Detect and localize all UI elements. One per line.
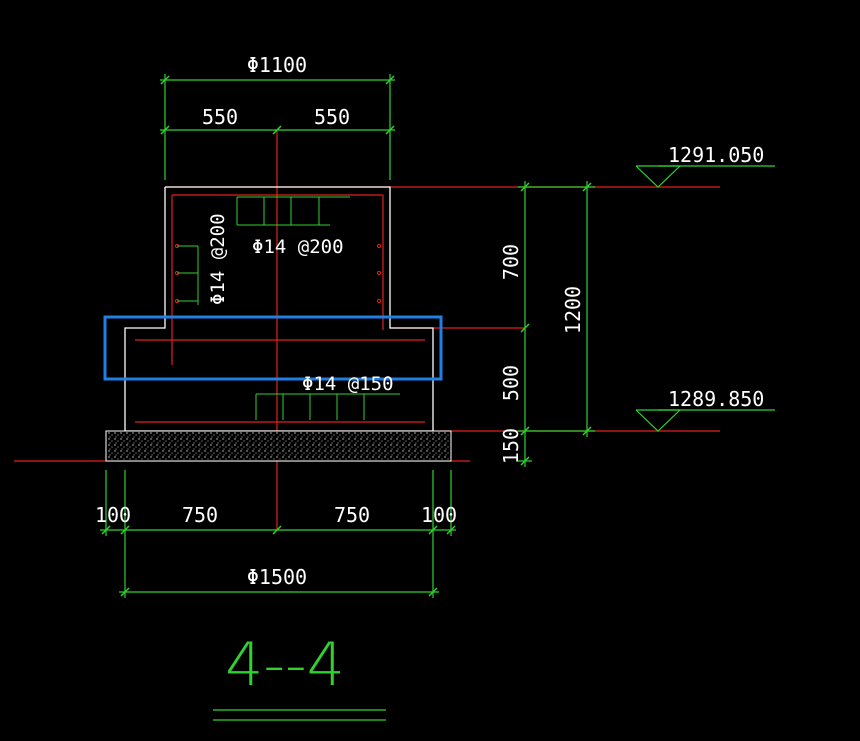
- dim-top-diameter: Φ1100: [247, 53, 307, 77]
- dim-base-height: 500: [499, 365, 523, 401]
- centerlines: [14, 130, 720, 530]
- elevation-marker-bottom: [635, 409, 682, 432]
- dim-top-half-left: 550: [202, 105, 238, 129]
- tick: [120, 587, 130, 597]
- tick: [385, 125, 395, 135]
- tick: [272, 525, 282, 535]
- highlight-box[interactable]: [103, 315, 443, 381]
- dim-bottom-offset-right: 100: [421, 503, 457, 527]
- tick: [446, 525, 456, 535]
- rebar-dot: [376, 270, 382, 276]
- tick: [385, 75, 395, 85]
- dim-top-half-right: 550: [314, 105, 350, 129]
- tick: [101, 525, 111, 535]
- dim-upper-height: 700: [499, 244, 523, 280]
- rebar-leaders: [177, 196, 400, 420]
- gravel-cushion: [105, 430, 452, 462]
- tick: [582, 426, 592, 436]
- dim-bottom-half-left: 750: [182, 503, 218, 527]
- rebar-dot: [376, 298, 382, 304]
- tick: [582, 182, 592, 192]
- tick: [160, 75, 170, 85]
- dim-bottom-half-right: 750: [334, 503, 370, 527]
- section-title: 4--4: [225, 630, 345, 700]
- tick: [428, 525, 438, 535]
- elevation-bottom-label: 1289.850: [668, 387, 764, 411]
- rebar-dot: [376, 243, 382, 249]
- rebar-base-horizontal: Φ14 @150: [302, 373, 394, 395]
- dimension-ticks: [101, 75, 592, 597]
- dim-total-height: 1200: [561, 286, 585, 334]
- tick: [520, 182, 530, 192]
- dimension-lines: [100, 74, 775, 721]
- tick: [272, 125, 282, 135]
- elevation-marker-top: [635, 165, 682, 188]
- tick: [120, 525, 130, 535]
- dim-bottom-diameter: Φ1500: [247, 565, 307, 589]
- tick: [428, 587, 438, 597]
- elevation-top-label: 1291.050: [668, 143, 764, 167]
- tick: [520, 456, 530, 466]
- rebar-column-vertical: Φ14 @200: [207, 213, 229, 305]
- tick: [160, 125, 170, 135]
- dim-bottom-offset-left: 100: [95, 503, 131, 527]
- annotations: Φ1100 550 550 Φ14 @200 Φ14 @200 Φ14 @150…: [95, 53, 764, 700]
- tick: [520, 426, 530, 436]
- tick: [520, 323, 530, 333]
- dim-cushion-height: 150: [499, 428, 523, 464]
- rebar-column-horizontal: Φ14 @200: [252, 236, 344, 258]
